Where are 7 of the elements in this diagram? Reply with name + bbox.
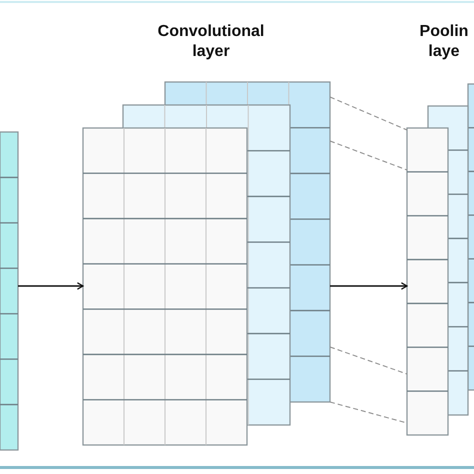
projection-line: [330, 346, 408, 374]
projection-line: [330, 140, 408, 170]
layer-title: Poolin laye: [418, 22, 470, 62]
arrow: [18, 282, 84, 290]
layer-title: Convolutional layer: [156, 22, 266, 62]
projection-line: [330, 402, 408, 424]
arrow: [330, 282, 408, 290]
